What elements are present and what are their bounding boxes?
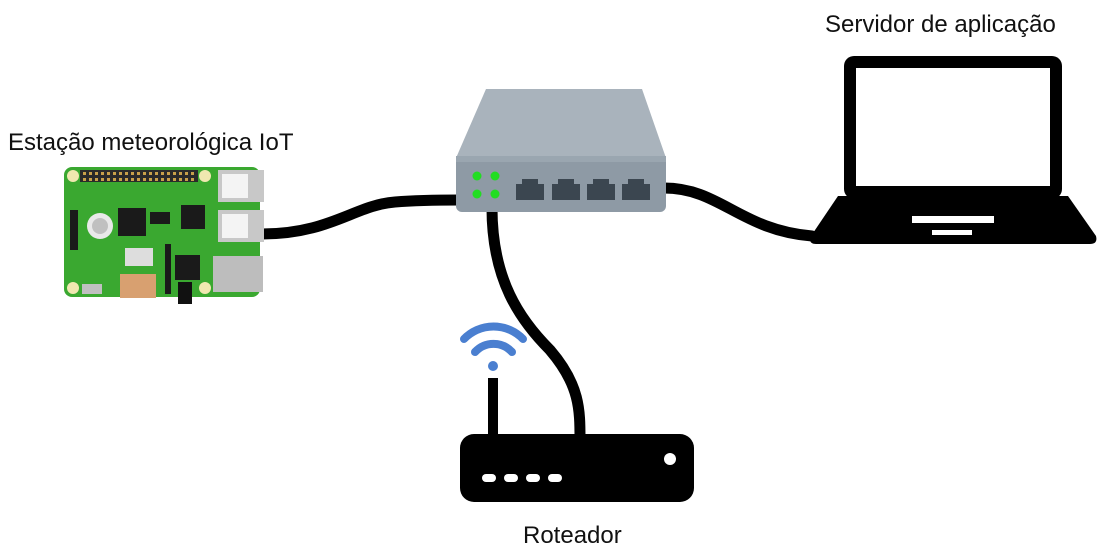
network-switch-icon <box>456 89 666 212</box>
switch-led <box>472 171 482 181</box>
app-server-label: Servidor de aplicação <box>825 11 1056 38</box>
switch-led <box>472 189 482 199</box>
cables <box>256 182 818 446</box>
cable-switch-router <box>486 202 586 446</box>
laptop-icon <box>810 56 1097 244</box>
router-icon <box>460 378 694 502</box>
cable-rpi-switch <box>256 194 466 240</box>
wifi-signal-icon <box>460 322 527 371</box>
switch-led <box>490 171 500 181</box>
switch-ports <box>516 179 650 200</box>
iot-station-label: Estação meteorológica IoT <box>8 129 294 156</box>
raspberry-pi-board-icon <box>64 167 264 304</box>
switch-led <box>490 189 500 199</box>
cable-switch-laptop <box>658 182 818 242</box>
router-label: Roteador <box>523 522 622 548</box>
